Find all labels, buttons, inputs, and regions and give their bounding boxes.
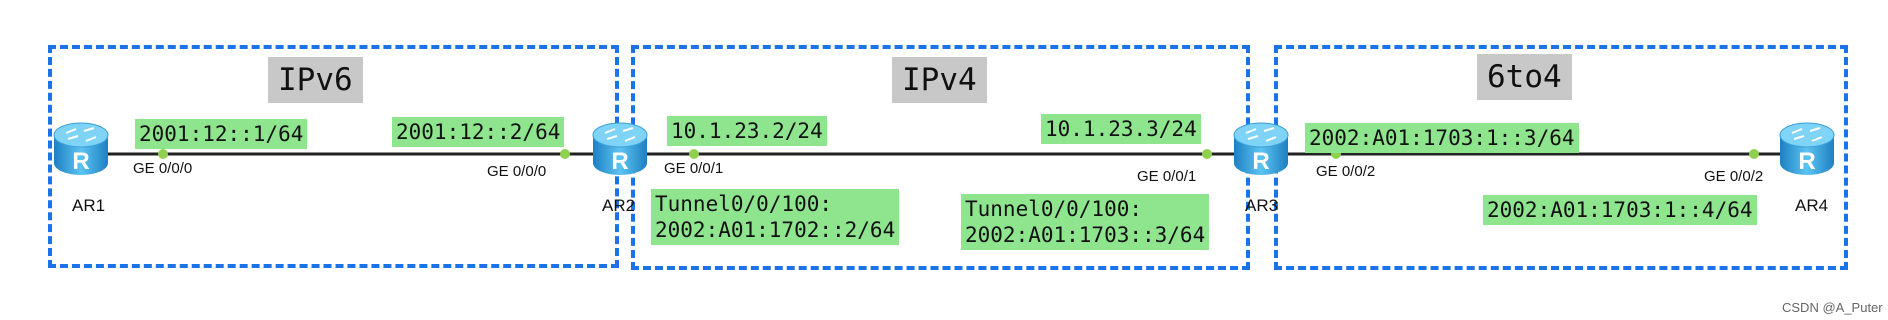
address-ar1-ipv6: 2001:12::1/64 (135, 119, 308, 149)
router-icon[interactable]: R (1232, 119, 1290, 181)
port-dot-ar4-ge002 (1749, 149, 1759, 159)
address-ar2-ipv6: 2001:12::2/64 (392, 117, 565, 147)
watermark: CSDN @A_Puter (1782, 300, 1883, 315)
zone-title-ipv6: IPv6 (268, 57, 363, 103)
port-label-ar4-ge002: GE 0/0/2 (1704, 168, 1764, 185)
address-ar2-ipv4: 10.1.23.2/24 (667, 116, 827, 146)
address-ar3-6to4: 2002:A01:1703:1::3/64 (1305, 123, 1579, 153)
router-icon[interactable]: R (1778, 119, 1836, 181)
zone-title-ipv4: IPv4 (892, 57, 987, 103)
port-label-ar1-ge000: GE 0/0/0 (133, 160, 193, 177)
port-dot-ar2-ge001 (689, 149, 699, 159)
port-dot-ar2-ge000 (560, 149, 570, 159)
port-label-ar3-ge002: GE 0/0/2 (1316, 163, 1376, 180)
address-ar4-6to4: 2002:A01:1703:1::4/64 (1483, 195, 1757, 225)
zone-title-6to4: 6to4 (1477, 54, 1572, 100)
port-label-ar2-ge001: GE 0/0/1 (664, 160, 724, 177)
address-ar2-tunnel: Tunnel0/0/100: 2002:A01:1702::2/64 (651, 189, 900, 245)
router-icon[interactable]: R (591, 119, 649, 181)
router-name-ar2: AR2 (602, 196, 636, 215)
svg-text:R: R (72, 148, 89, 175)
svg-text:R: R (1252, 148, 1269, 175)
router-name-ar1: AR1 (72, 196, 106, 215)
port-label-ar2-ge000: GE 0/0/0 (487, 163, 547, 180)
svg-text:R: R (1798, 148, 1815, 175)
svg-text:R: R (611, 148, 628, 175)
address-ar3-tunnel: Tunnel0/0/100: 2002:A01:1703::3/64 (961, 194, 1210, 250)
address-ar3-ipv4: 10.1.23.3/24 (1041, 114, 1201, 144)
router-name-ar3: AR3 (1245, 196, 1279, 215)
port-dot-ar1-ge000 (158, 149, 168, 159)
router-name-ar4: AR4 (1795, 196, 1829, 215)
port-dot-ar3-ge001 (1202, 149, 1212, 159)
router-icon[interactable]: R (52, 119, 110, 181)
port-label-ar3-ge001: GE 0/0/1 (1137, 168, 1197, 185)
